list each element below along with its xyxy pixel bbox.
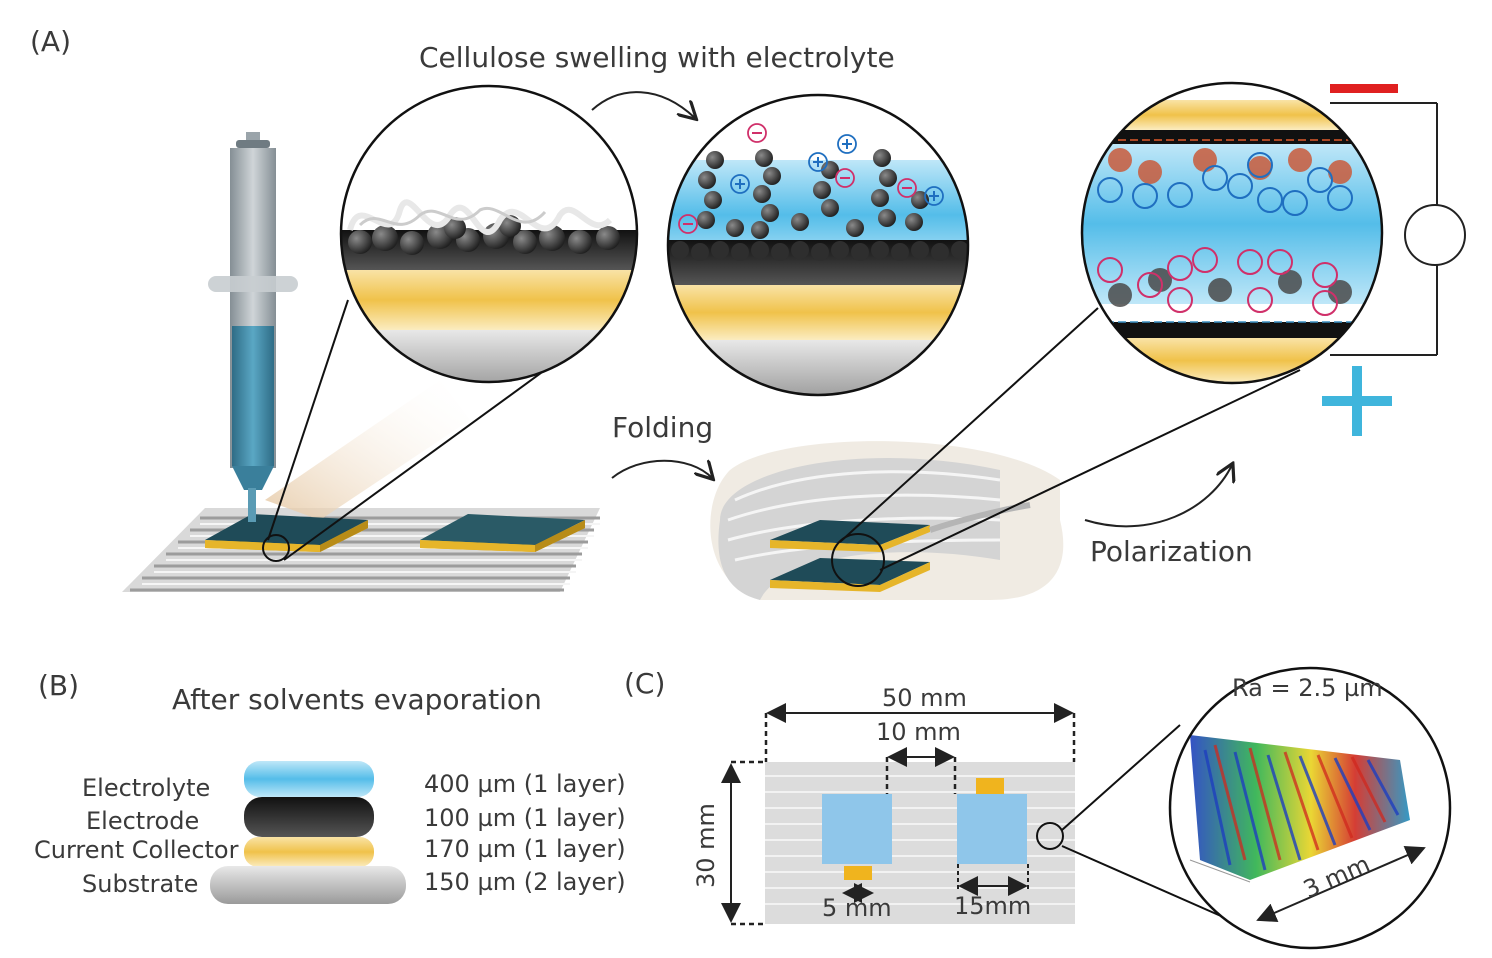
- zoom-line: [879, 369, 1301, 571]
- layer-thickness-substrate: 150 µm (2 layer): [424, 868, 626, 896]
- surface-roughness-circle: [1168, 666, 1452, 950]
- electrode-pad-left: [822, 794, 892, 864]
- layer-name-electrolyte: Electrolyte: [82, 774, 211, 802]
- roughness-label: Ra = 2.5 µm: [1232, 674, 1383, 702]
- layer-name-substrate: Substrate: [82, 870, 199, 898]
- current-collector-layer: [244, 837, 374, 867]
- swelling-arrow: [591, 91, 695, 118]
- zoom-circle-dry-electrode: [339, 84, 639, 384]
- layer-name-current-collector: Current Collector: [34, 836, 239, 864]
- syringe-icon: [208, 132, 298, 522]
- electrode-layer: [244, 797, 374, 837]
- circuit: [1330, 102, 1466, 356]
- layer-thickness-electrode: 100 µm (1 layer): [424, 804, 626, 832]
- panel-a-label: (A): [30, 25, 72, 58]
- panel-b-title: After solvents evaporation: [172, 683, 542, 716]
- electrolyte-layer: [244, 761, 374, 797]
- panel-c-device: [721, 703, 1231, 926]
- panel-b-layer-stack: [210, 761, 406, 904]
- electrode-pad-right: [957, 794, 1027, 864]
- zoom-circle-swollen: [666, 93, 970, 397]
- dim-total-width: 50 mm: [882, 684, 967, 712]
- dim-tab: 5 mm: [822, 894, 892, 922]
- panel-b-label: (B): [38, 669, 80, 702]
- folding-caption: Folding: [612, 411, 714, 444]
- panel-a: [122, 81, 1466, 600]
- negative-terminal-icon: [1330, 84, 1398, 93]
- positive-terminal-icon: [1322, 366, 1392, 436]
- folding-arrow: [611, 461, 712, 478]
- panel-c-label: (C): [624, 667, 666, 700]
- dim-height: 30 mm: [692, 803, 720, 888]
- swelling-caption: Cellulose swelling with electrolyte: [419, 41, 895, 74]
- layer-name-electrode: Electrode: [86, 807, 200, 835]
- tab-right: [976, 778, 1004, 794]
- dim-line-scan: [1256, 845, 1426, 923]
- light-beam: [265, 380, 470, 520]
- zoom-line: [267, 299, 349, 541]
- folded-device: [710, 441, 1064, 600]
- tab-left: [844, 866, 872, 880]
- layer-thickness-current-collector: 170 µm (1 layer): [424, 835, 626, 863]
- dim-electrode: 15mm: [954, 892, 1032, 920]
- layer-thickness-electrolyte: 400 µm (1 layer): [424, 770, 626, 798]
- polarization-caption: Polarization: [1090, 535, 1253, 568]
- zoom-circle-polarized: [1080, 81, 1384, 385]
- dim-gap: 10 mm: [876, 718, 961, 746]
- printed-electrode-2: [420, 514, 585, 552]
- polarization-arrow: [1084, 465, 1232, 528]
- substrate-layer: [210, 866, 406, 904]
- zoom-line: [839, 307, 1099, 543]
